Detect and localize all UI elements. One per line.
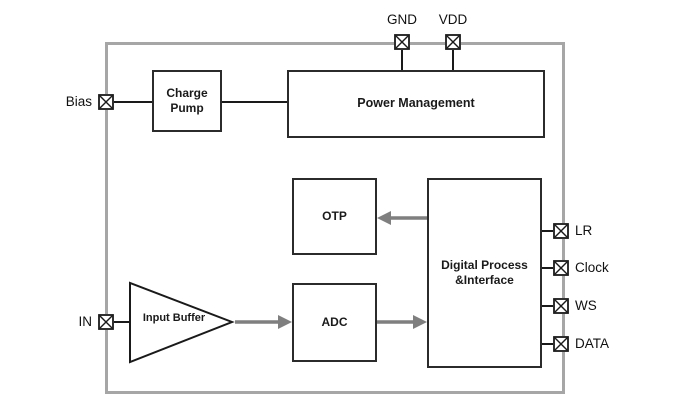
input-buffer-label: Input Buffer — [142, 312, 206, 324]
data-pin — [553, 336, 569, 352]
bias-pin — [98, 94, 114, 110]
chip-boundary — [105, 42, 565, 394]
bias-pin-label: Bias — [65, 94, 92, 109]
in-pin-label: IN — [78, 314, 93, 329]
clock-pin — [553, 260, 569, 276]
gnd-pin-label: GND — [387, 12, 417, 27]
ws-pin-label: WS — [575, 298, 597, 313]
ws-pin — [553, 298, 569, 314]
gnd-pin — [394, 34, 410, 50]
vdd-pin-label: VDD — [438, 12, 468, 27]
digital-process-interface-block: Digital Process &Interface — [427, 178, 542, 368]
clock-pin-label: Clock — [575, 260, 609, 275]
in-pin — [98, 314, 114, 330]
charge-pump-block: Charge Pump — [152, 70, 222, 132]
lr-pin-label: LR — [575, 223, 593, 238]
data-pin-label: DATA — [575, 336, 610, 351]
vdd-pin — [445, 34, 461, 50]
power-management-block: Power Management — [287, 70, 545, 138]
adc-block: ADC — [292, 283, 377, 362]
otp-block: OTP — [292, 178, 377, 255]
lr-pin — [553, 223, 569, 239]
